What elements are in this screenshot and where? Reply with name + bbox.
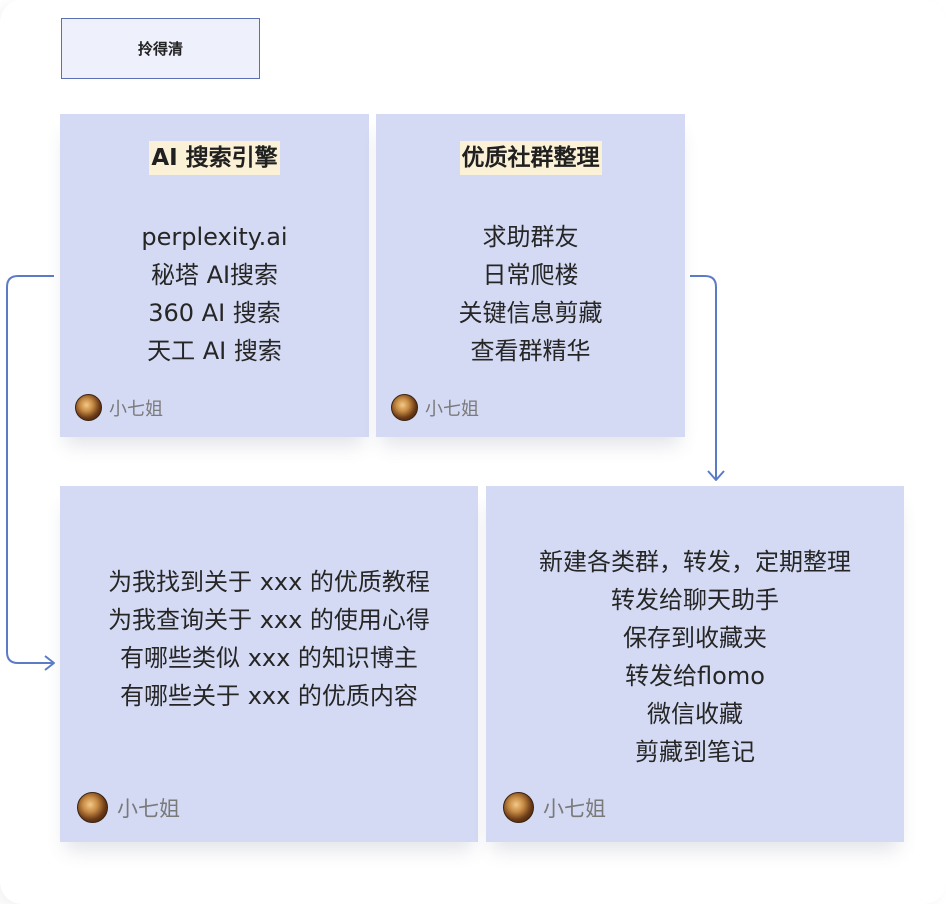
ai-search-card[interactable]: AI 搜索引擎 perplexity.ai 秘塔 AI搜索 360 AI 搜索 … [60,114,369,437]
list-item: 转发给flomo [625,662,765,690]
author-name: 小七姐 [109,398,163,420]
list-item: 为我找到关于 xxx 的优质教程 [108,568,430,596]
list-item: 有哪些类似 xxx 的知识博主 [120,644,418,672]
list-item: perplexity.ai [141,223,288,251]
save-card[interactable]: 新建各类群，转发，定期整理 转发给聊天助手 保存到收藏夹 转发给flomo 微信… [486,486,904,842]
connector-community-to-save [690,275,717,479]
list-item: 有哪些关于 xxx 的优质内容 [120,682,418,710]
author-name: 小七姐 [543,796,606,821]
list-item: 关键信息剪藏 [458,299,603,327]
author-name: 小七姐 [425,398,479,420]
list-item: 360 AI 搜索 [148,299,281,327]
list-item: 天工 AI 搜索 [147,337,282,365]
prompts-list: 为我找到关于 xxx 的优质教程 为我查询关于 xxx 的使用心得 有哪些类似 … [60,563,478,715]
ai-search-card-title: AI 搜索引擎 [149,141,280,175]
list-item: 求助群友 [482,223,579,251]
community-list: 求助群友 日常爬楼 关键信息剪藏 查看群精华 [376,218,685,370]
save-list: 新建各类群，转发，定期整理 转发给聊天助手 保存到收藏夹 转发给flomo 微信… [486,543,904,771]
author-name: 小七姐 [117,796,180,821]
arrowhead-right-icon [44,655,55,671]
avatar [391,394,418,421]
title-box[interactable]: 拎得清 [61,18,260,79]
community-card-title: 优质社群整理 [459,141,602,175]
list-item: 日常爬楼 [482,261,579,289]
list-item: 微信收藏 [647,700,743,728]
list-item: 为我查询关于 xxx 的使用心得 [108,606,430,634]
list-item: 秘塔 AI搜索 [150,261,279,289]
connector-ai-to-prompts [6,275,54,664]
avatar [77,792,108,823]
list-item: 查看群精华 [470,337,591,365]
author: 小七姐 [77,792,180,823]
list-item: 转发给聊天助手 [611,586,779,614]
ai-search-list: perplexity.ai 秘塔 AI搜索 360 AI 搜索 天工 AI 搜索 [60,218,369,370]
author: 小七姐 [75,394,163,421]
author: 小七姐 [503,792,606,823]
title-text: 拎得清 [137,40,183,58]
list-item: 剪藏到笔记 [635,738,755,766]
avatar [75,394,102,421]
community-card[interactable]: 优质社群整理 求助群友 日常爬楼 关键信息剪藏 查看群精华 小七姐 [376,114,685,437]
list-item: 保存到收藏夹 [623,624,767,652]
list-item: 新建各类群，转发，定期整理 [539,548,851,576]
author: 小七姐 [391,394,479,421]
arrowhead-down-icon [707,470,725,481]
prompts-card[interactable]: 为我找到关于 xxx 的优质教程 为我查询关于 xxx 的使用心得 有哪些类似 … [60,486,478,842]
avatar [503,792,534,823]
